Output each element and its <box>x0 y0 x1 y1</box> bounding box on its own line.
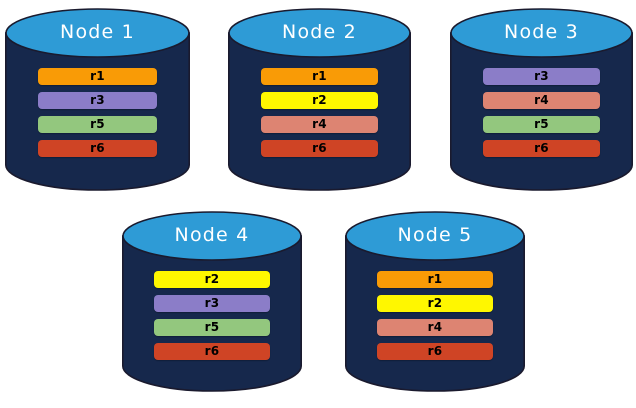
replica-bar-r6[interactable]: r6 <box>38 140 157 157</box>
replica-label: r2 <box>427 296 443 310</box>
replica-label: r4 <box>312 117 327 131</box>
replica-bar-r2[interactable]: r2 <box>377 295 493 312</box>
replica-label: r6 <box>427 344 443 358</box>
replica-bar-r4[interactable]: r4 <box>483 92 600 109</box>
replica-bar-r4[interactable]: r4 <box>261 116 378 133</box>
replica-label: r5 <box>90 117 105 131</box>
replica-label: r6 <box>204 344 220 358</box>
replica-bar-r3[interactable]: r3 <box>154 295 270 312</box>
cylinder-top-ellipse <box>5 8 190 58</box>
replica-label: r4 <box>427 320 443 334</box>
replica-bar-r6[interactable]: r6 <box>377 343 493 360</box>
replica-label: r3 <box>204 296 220 310</box>
replica-bar-r1[interactable]: r1 <box>377 271 493 288</box>
replica-bar-r4[interactable]: r4 <box>377 319 493 336</box>
replica-bar-r6[interactable]: r6 <box>483 140 600 157</box>
replica-bar-r1[interactable]: r1 <box>38 68 157 85</box>
replica-bar-r2[interactable]: r2 <box>261 92 378 109</box>
replica-label: r1 <box>90 69 105 83</box>
replica-bar-r5[interactable]: r5 <box>38 116 157 133</box>
cylinder-top-ellipse <box>228 8 411 58</box>
replica-bar-r5[interactable]: r5 <box>483 116 600 133</box>
replica-label: r3 <box>534 69 549 83</box>
replica-label: r6 <box>534 141 549 155</box>
replica-label: r3 <box>90 93 105 107</box>
replica-bar-r6[interactable]: r6 <box>261 140 378 157</box>
replica-stack: r3 r4 r5 r6 <box>450 68 633 164</box>
replica-stack: r1 r3 r5 r6 <box>5 68 190 164</box>
replica-bar-r1[interactable]: r1 <box>261 68 378 85</box>
replica-label: r1 <box>312 69 327 83</box>
replica-stack: r2 r3 r5 r6 <box>122 271 302 367</box>
replica-label: r5 <box>204 320 220 334</box>
cylinder-top-ellipse <box>345 211 525 261</box>
replica-label: r6 <box>90 141 105 155</box>
replica-label: r6 <box>312 141 327 155</box>
replica-label: r4 <box>534 93 549 107</box>
replica-label: r5 <box>534 117 549 131</box>
replica-stack: r1 r2 r4 r6 <box>228 68 411 164</box>
cylinder-top-ellipse <box>450 8 633 58</box>
replica-stack: r1 r2 r4 r6 <box>345 271 525 367</box>
replica-label: r2 <box>204 272 220 286</box>
replica-bar-r3[interactable]: r3 <box>483 68 600 85</box>
cylinder-top-ellipse <box>122 211 302 261</box>
replica-label: r1 <box>427 272 443 286</box>
replica-bar-r3[interactable]: r3 <box>38 92 157 109</box>
replica-bar-r2[interactable]: r2 <box>154 271 270 288</box>
replica-bar-r5[interactable]: r5 <box>154 319 270 336</box>
replica-label: r2 <box>312 93 327 107</box>
replica-bar-r6[interactable]: r6 <box>154 343 270 360</box>
